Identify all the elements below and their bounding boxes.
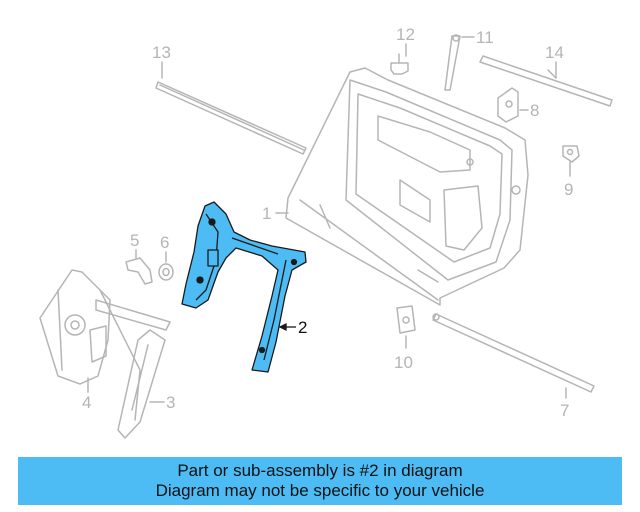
banner-line-2: Diagram may not be specific to your vehi… xyxy=(155,481,485,500)
callout-7: 7 xyxy=(560,401,569,420)
callout-5: 5 xyxy=(130,231,139,250)
part-7-rod xyxy=(432,313,595,393)
callout-12: 12 xyxy=(396,25,415,44)
callout-3: 3 xyxy=(166,393,175,412)
banner-line-1: Part or sub-assembly is #2 in diagram xyxy=(177,461,463,480)
part-5-bracket xyxy=(125,257,153,285)
callout-14: 14 xyxy=(545,43,564,62)
part-13-strip xyxy=(155,81,307,155)
parts-diagram: 13 14 11 12 8 9 1 2 3 4 5 6 7 10 xyxy=(39,25,613,439)
callout-4: 4 xyxy=(82,393,91,412)
part-3-regulator xyxy=(95,289,171,439)
callout-11: 11 xyxy=(476,28,494,47)
part-12-clip xyxy=(390,53,409,75)
part-10-plate xyxy=(396,305,416,334)
callout-8: 8 xyxy=(530,101,539,120)
callout-10: 10 xyxy=(394,353,413,372)
part-8-bracket xyxy=(497,87,519,123)
part-14-strip xyxy=(479,55,613,107)
callout-6: 6 xyxy=(160,233,169,252)
part-4-motor xyxy=(39,269,111,385)
part-1-door-panel xyxy=(285,67,529,306)
callout-9: 9 xyxy=(564,180,573,199)
part-2-leader xyxy=(278,322,296,332)
part-9-clip xyxy=(562,145,580,163)
callout-2: 2 xyxy=(298,318,307,337)
callout-1: 1 xyxy=(262,204,271,223)
callout-13: 13 xyxy=(152,43,171,62)
part-11-pin xyxy=(444,34,461,91)
part-6-grommet xyxy=(158,263,174,281)
part-2-window-regulator[interactable] xyxy=(181,201,307,373)
leader-lines xyxy=(87,36,571,403)
info-banner: Part or sub-assembly is #2 in diagram Di… xyxy=(18,457,622,505)
